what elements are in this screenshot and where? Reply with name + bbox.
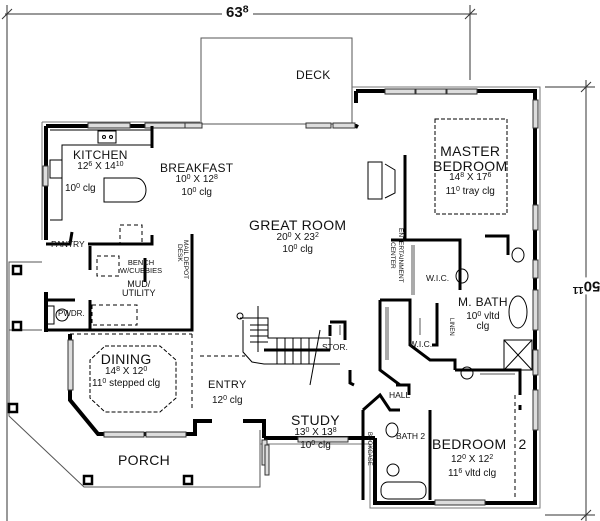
bedroom-2-details: 120 X 122 116 vltd clg (448, 453, 497, 479)
label-mail-depot-desk: MAIL DEPOT (182, 240, 189, 280)
windows (42, 88, 539, 506)
room-label-pantry: PANTRY (51, 239, 85, 249)
closet-rods (339, 245, 515, 375)
dashed-boundaries (70, 224, 516, 500)
label-linen: LINEN (448, 318, 454, 336)
room-label-storage: STOR. (322, 342, 348, 352)
room-label-master-bedroom: MASTER BEDROOM 148 X 176 110 tray clg (433, 143, 508, 197)
label-bookcase: BOOKCASE (366, 432, 372, 466)
room-label-powder: PWDR. (58, 309, 85, 318)
room-label-entry: ENTRY 120 clg (208, 379, 247, 406)
room-label-kitchen: KITCHEN 126 X 1410 (73, 148, 128, 172)
kitchen-ceiling: 100 clg (65, 182, 96, 194)
staircase (236, 306, 340, 386)
bath-fixtures (46, 247, 533, 500)
label-entertainment-center: ENTERTAINMENT (397, 228, 404, 283)
exterior-wall-thin (41, 86, 541, 509)
overall-depth-dimension: 5011 (568, 277, 600, 296)
porch-columns (7, 264, 194, 486)
deck-outline (200, 37, 353, 125)
room-label-great-room: GREAT ROOM 200 X 232 100 clg (249, 217, 347, 256)
room-label-mud-utility: MUD/ UTILITY (122, 279, 156, 299)
room-label-deck: DECK (296, 68, 331, 82)
room-label-study: STUDY 130 X 138 100 clg (291, 412, 340, 452)
kitchen-cabinets (49, 129, 153, 221)
dining-tray-ceiling (89, 345, 177, 413)
label-entertainment-center-2: CENTER (389, 242, 396, 269)
label-mail-depot-desk-2: DESK (176, 244, 183, 262)
fireplace (367, 161, 396, 200)
overall-width-dimension: 638 (222, 4, 253, 21)
master-tray-ceiling (434, 118, 508, 215)
room-label-hall: HALL (389, 390, 411, 400)
room-label-wic-lower: W.I.C. (409, 339, 433, 349)
label-bench-cubbies: BENCH W/CUBBIES (120, 258, 163, 275)
room-label-dining: DINING 148 X 120 110 stepped clg (92, 351, 161, 390)
room-label-porch: PORCH (118, 452, 171, 468)
room-label-bath-2: BATH 2 (396, 431, 426, 441)
room-label-master-bath: M. BATH 100 vltd clg (458, 295, 508, 333)
room-label-breakfast: BREAKFAST 100 X 128 100 clg (160, 161, 234, 199)
room-label-wic-upper: W.I.C. (426, 273, 450, 283)
